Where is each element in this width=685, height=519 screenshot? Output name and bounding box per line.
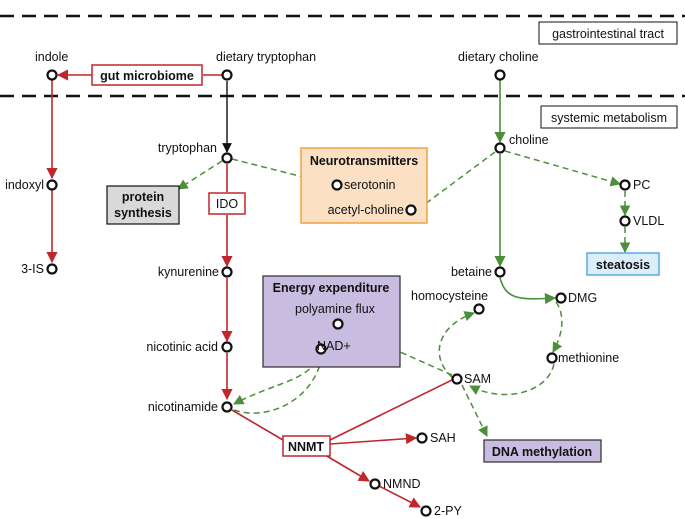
label-dietary-choline: dietary choline: [458, 50, 539, 64]
label-sam: SAM: [464, 372, 491, 386]
edge-nnmt-to-nmnd: [324, 454, 370, 482]
node-serotonin: [331, 179, 343, 191]
steatosis-box: steatosis: [586, 252, 660, 276]
node-betaine: [494, 266, 506, 278]
protein-synthesis-box: protein synthesis: [106, 185, 180, 225]
label-tryptophan: tryptophan: [158, 141, 217, 155]
gut-microbiome-box: gut microbiome: [91, 64, 203, 86]
edge-sam-to-dna-methylation: [461, 384, 488, 437]
edge-choline-to-pc: [504, 150, 622, 187]
node-kynurenine: [221, 266, 233, 278]
edge-choline-to-acetylcholine: [416, 151, 496, 211]
label-3is: 3-IS: [21, 262, 44, 276]
svg-text:systemic metabolism: systemic metabolism: [551, 111, 667, 125]
svg-text:NNMT: NNMT: [288, 440, 324, 454]
label-dietary-tryptophan: dietary tryptophan: [216, 50, 316, 64]
energy-expenditure-box: Energy expenditure: [262, 275, 401, 368]
svg-text:steatosis: steatosis: [596, 258, 650, 272]
node-nad: [315, 343, 327, 355]
label-indoxyl: indoxyl: [5, 178, 44, 192]
node-pc: [619, 179, 631, 191]
edge-nad-to-nicotinamide: [233, 351, 320, 405]
label-nicotinamide: nicotinamide: [148, 400, 218, 414]
label-sah: SAH: [430, 431, 456, 445]
svg-text:DNA methylation: DNA methylation: [492, 445, 592, 459]
node-3is: [46, 263, 58, 275]
label-betaine: betaine: [451, 265, 492, 279]
node-polyamine-flux: [332, 318, 344, 330]
node-indoxyl: [46, 179, 58, 191]
node-methionine: [546, 352, 558, 364]
label-indole: indole: [35, 50, 68, 64]
label-methionine: methionine: [558, 351, 619, 365]
node-nmnd: [369, 478, 381, 490]
label-polyamine-flux: polyamine flux: [295, 302, 376, 316]
svg-text:synthesis: synthesis: [114, 206, 172, 220]
dna-methylation-box: DNA methylation: [483, 439, 602, 463]
edge-tryptophan-to-protein-synthesis: [177, 160, 223, 190]
node-indole: [46, 69, 58, 81]
node-2py: [420, 505, 432, 517]
svg-text:Neurotransmitters: Neurotransmitters: [310, 154, 418, 168]
edge-nmnd-to-2py: [378, 485, 421, 508]
label-pc: PC: [633, 178, 650, 192]
node-acetylcholine: [405, 204, 417, 216]
label-dmg: DMG: [568, 291, 597, 305]
systemic-section-label: systemic metabolism: [540, 105, 678, 129]
svg-text:IDO: IDO: [216, 197, 239, 211]
gastrointestinal-section-label: gastrointestinal tract: [538, 21, 678, 45]
edge-dmg-to-methionine: [552, 301, 563, 353]
svg-text:Energy expenditure: Energy expenditure: [273, 281, 390, 295]
edge-nnmt-to-sah: [329, 433, 418, 445]
node-dmg: [555, 292, 567, 304]
node-nicotinic-acid: [221, 341, 233, 353]
node-dietary-tryptophan: [221, 69, 233, 81]
edge-nicotinamide-to-nad: [233, 354, 326, 414]
nnmt-box: NNMT: [282, 435, 331, 457]
node-nicotinamide: [221, 401, 233, 413]
label-2py: 2-PY: [434, 504, 462, 518]
label-kynurenine: kynurenine: [158, 265, 219, 279]
label-homocysteine: homocysteine: [411, 289, 488, 303]
edge-sam-to-homocysteine: [438, 311, 475, 378]
svg-text:gut microbiome: gut microbiome: [100, 69, 194, 83]
label-nicotinic-acid: nicotinic acid: [146, 340, 218, 354]
svg-text:gastrointestinal tract: gastrointestinal tract: [552, 27, 664, 41]
label-vldl: VLDL: [633, 214, 664, 228]
label-choline: choline: [509, 133, 549, 147]
node-sah: [416, 432, 428, 444]
edge-sam-to-nnmt: [329, 379, 453, 441]
svg-text:protein: protein: [122, 190, 164, 204]
label-acetylcholine: acetyl-choline: [328, 203, 404, 217]
node-homocysteine: [473, 303, 485, 315]
node-tryptophan: [221, 152, 233, 164]
label-serotonin: serotonin: [344, 178, 395, 192]
node-choline: [494, 142, 506, 154]
node-sam: [451, 373, 463, 385]
label-nad: NAD+: [317, 339, 351, 353]
node-vldl: [619, 215, 631, 227]
node-dietary-choline: [494, 69, 506, 81]
ido-box: IDO: [208, 192, 246, 215]
edge-nicotinamide-to-nnmt: [231, 409, 284, 441]
edge-methionine-to-sam: [469, 363, 555, 396]
label-nmnd: NMND: [383, 477, 421, 491]
edge-betaine-to-dmg: [499, 277, 557, 305]
